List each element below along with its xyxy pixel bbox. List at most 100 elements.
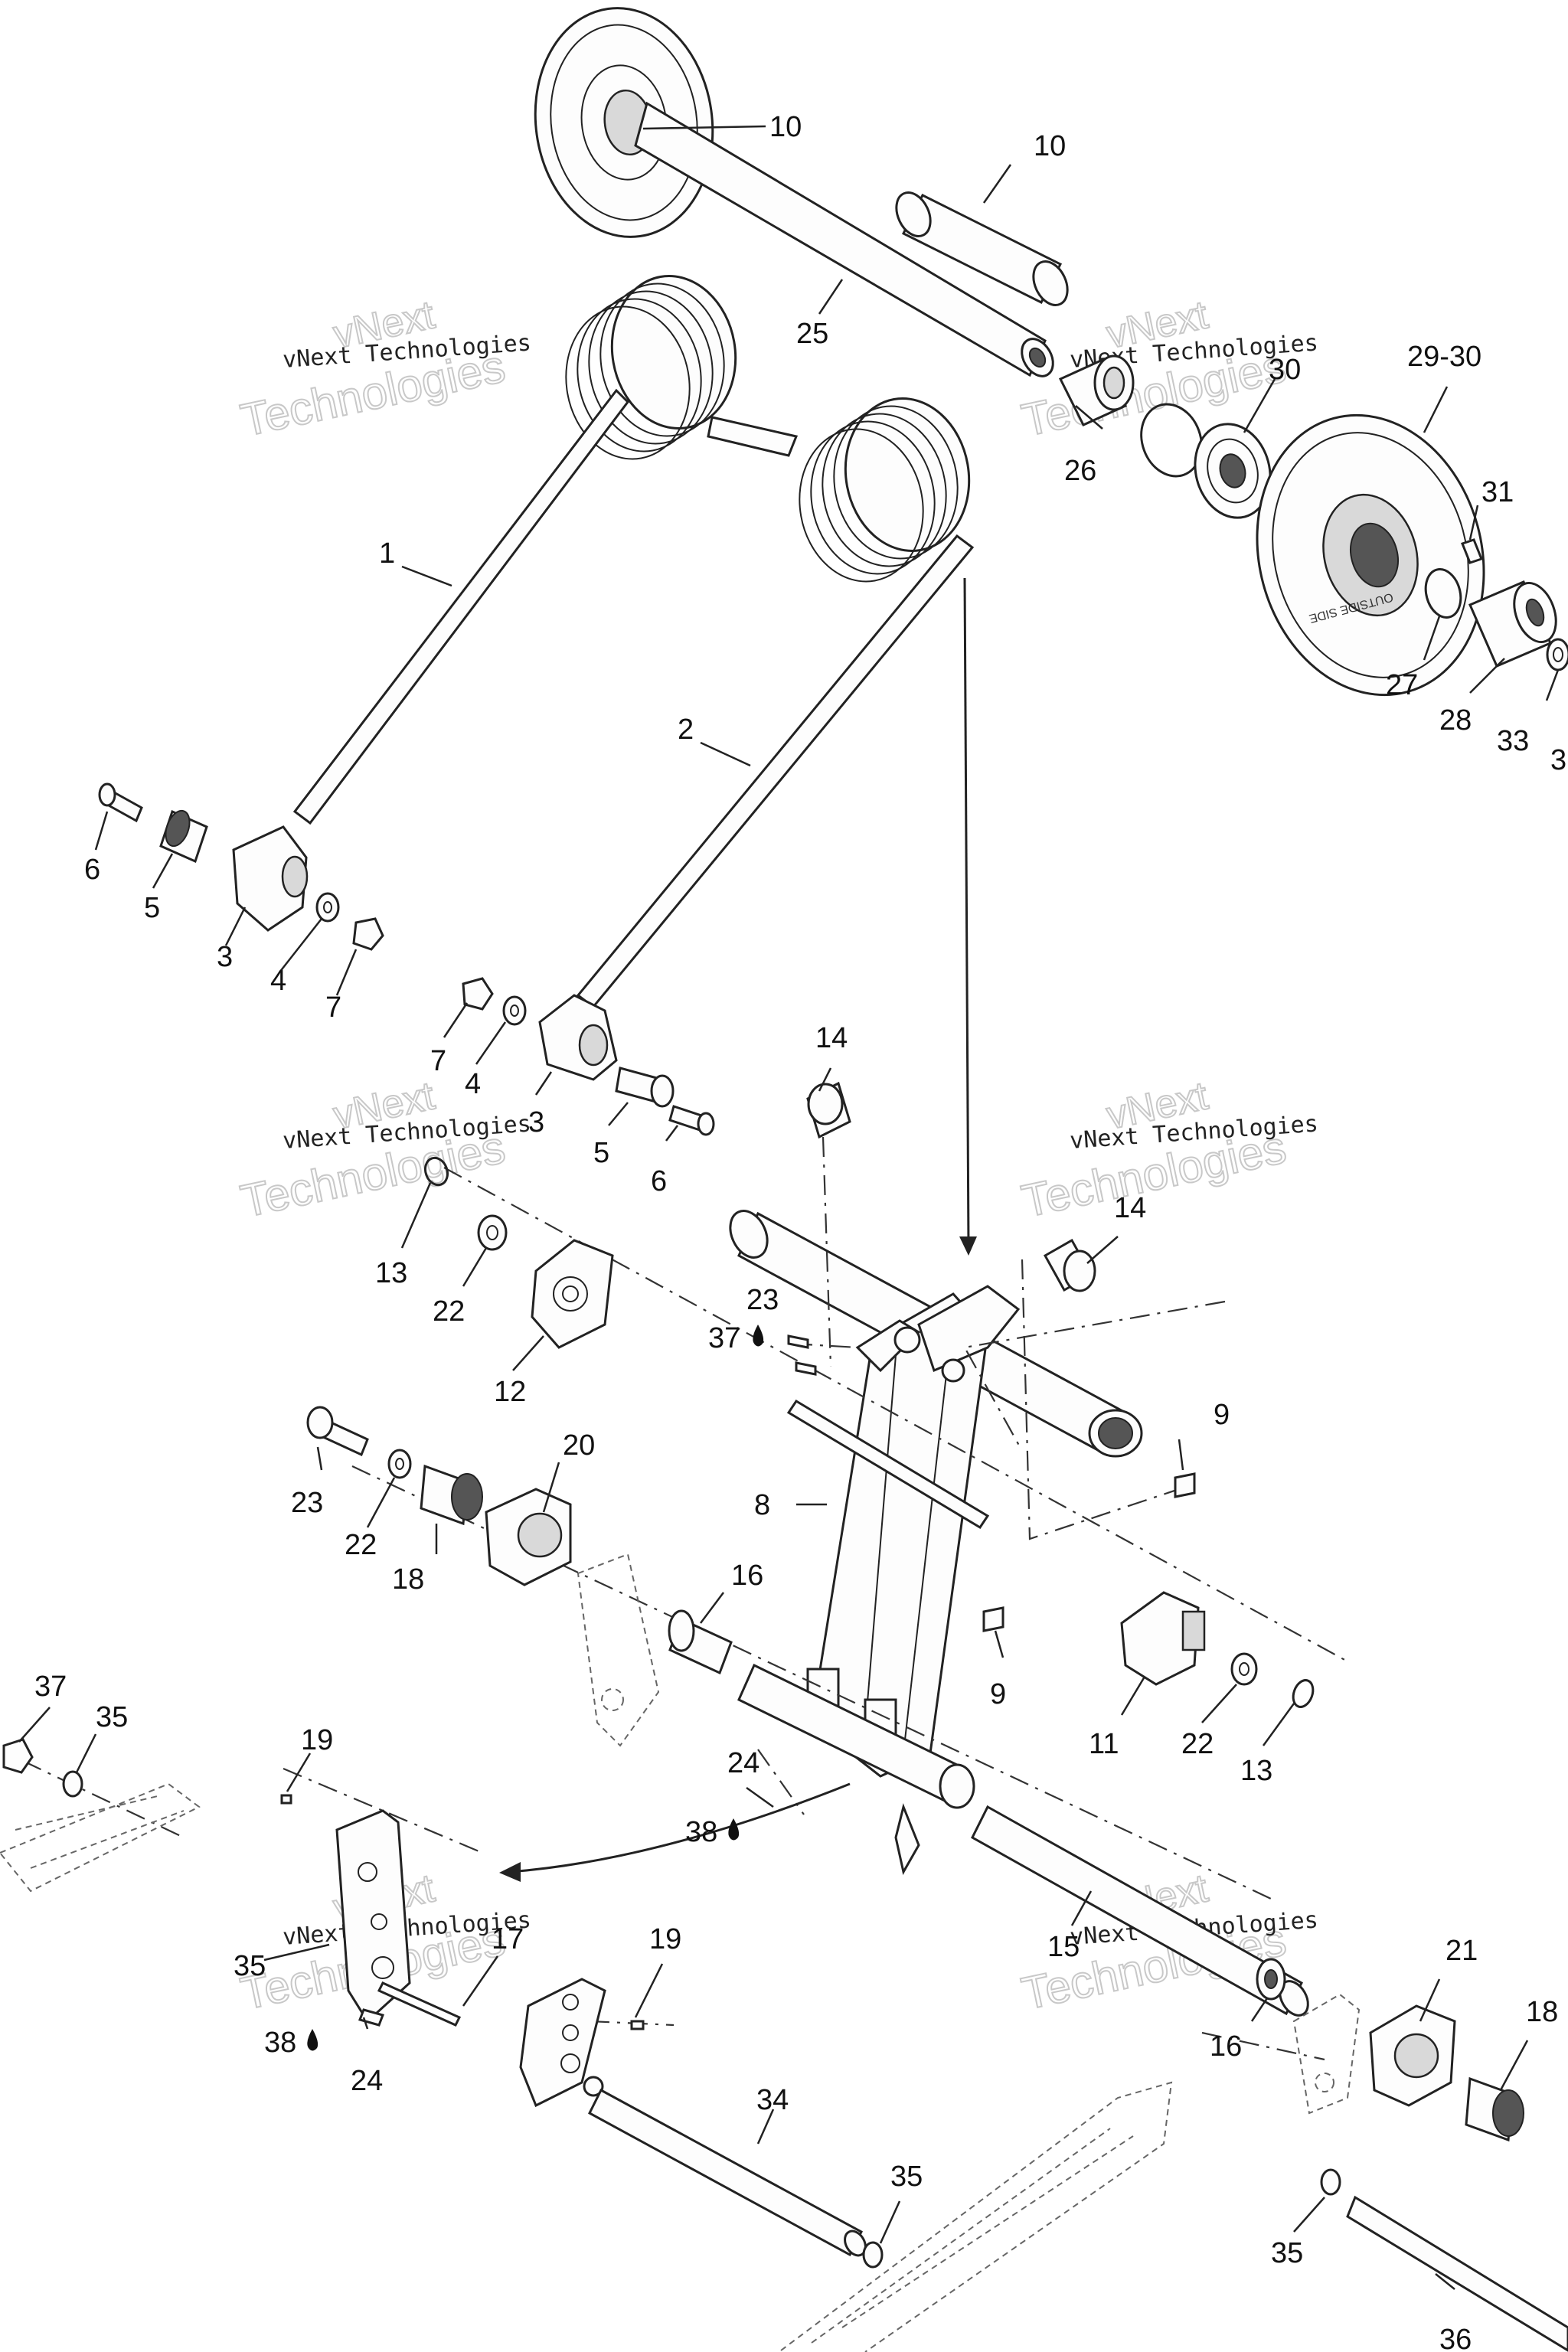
- callout-4-a: 4: [270, 965, 286, 997]
- screw-9-lower: [982, 1606, 1004, 1632]
- callout-31: 31: [1481, 476, 1514, 508]
- bushing-16-left: [668, 1609, 733, 1675]
- callout-14-b: 14: [1114, 1192, 1146, 1224]
- top-idler-wheel: [534, 7, 714, 238]
- bracket-outline-left: [577, 1553, 660, 1747]
- grease-fitting-23: [787, 1334, 817, 1376]
- callout-29-30: 29-30: [1407, 341, 1481, 373]
- circlip-13-right: [1292, 1679, 1315, 1708]
- shaft-17: [377, 1981, 462, 2027]
- callout-17: 17: [492, 1923, 524, 1955]
- callout-38-a: 38: [685, 1816, 717, 1848]
- wheel-29-30: OUTSIDE SIDE: [1256, 413, 1485, 697]
- cross-rod: [786, 1399, 990, 1530]
- callout-22-c: 22: [1181, 1728, 1214, 1760]
- callout-35-a: 35: [96, 1701, 128, 1733]
- callout-16-a: 16: [731, 1560, 763, 1592]
- spring-2: [576, 397, 975, 1009]
- callout-7-a: 7: [325, 991, 341, 1024]
- bearing-30: [1194, 423, 1272, 519]
- spacer-tube-10: [895, 191, 1069, 306]
- bushing-26: [1058, 354, 1135, 426]
- callout-33: 33: [1497, 725, 1529, 757]
- bushing-14-upper: [806, 1081, 851, 1139]
- bolt-23-left: [306, 1406, 369, 1457]
- callout-22-b: 22: [345, 1529, 377, 1561]
- rail-bottom: [780, 2081, 1173, 2352]
- washer-4-left: [315, 892, 340, 923]
- grease-fitting-24-lower: [358, 2008, 384, 2027]
- callout-8: 8: [754, 1489, 770, 1521]
- callout-28: 28: [1439, 704, 1472, 737]
- callout-2: 2: [678, 714, 694, 746]
- callout-13-b: 13: [1240, 1755, 1272, 1787]
- bushing-16-right: [1256, 1958, 1286, 2001]
- callout-1: 1: [379, 537, 395, 570]
- callout-4-b: 4: [465, 1068, 481, 1100]
- nut-7-left: [352, 917, 384, 951]
- oil-drop-icon-a: [753, 1325, 764, 1347]
- nut-7-right: [462, 977, 494, 1011]
- callout-18-b: 18: [1526, 1996, 1558, 2028]
- washer-35-left: [62, 1770, 83, 1798]
- callout-26: 26: [1064, 455, 1096, 487]
- callout-6-a: 6: [84, 854, 100, 886]
- callout-16-b: 16: [1210, 2030, 1242, 2063]
- callout-38-b: 38: [264, 2027, 296, 2059]
- callout-14-a: 14: [815, 1022, 848, 1054]
- washer-22-left: [477, 1214, 508, 1251]
- shaft-36: [1346, 2195, 1568, 2352]
- sleeve-5-right: [615, 1067, 675, 1108]
- callout-18-a: 18: [392, 1563, 424, 1596]
- bracket-plate-left: [335, 1809, 411, 2024]
- nut-37-left: [2, 1738, 34, 1774]
- shaft-15: [971, 1805, 1309, 2017]
- axle-25: [634, 101, 1054, 377]
- washer-35-center: [862, 2241, 884, 2269]
- bushing-14-right: [1043, 1238, 1096, 1292]
- callout-labels: 10 10 25 26 29-30 30 31 27 28 33 3 1 2 6…: [34, 111, 1566, 2352]
- watermark-mid-right: vNext Technologies vNext Technologies: [1017, 1073, 1319, 1227]
- callout-37-b: 37: [34, 1671, 67, 1703]
- bushing-block-21: [1369, 2004, 1456, 2107]
- callout-3-edge: 3: [1550, 744, 1566, 776]
- callout-5-a: 5: [144, 892, 160, 924]
- watermark-mid-left: vNext Technologies vNext Technologies: [236, 1073, 532, 1227]
- callout-35-b: 35: [234, 1950, 266, 1982]
- washer-22-mid: [387, 1449, 412, 1479]
- bracket-plate-right: [519, 1978, 606, 2108]
- callout-20: 20: [563, 1429, 595, 1462]
- bolt-6-left: [98, 782, 143, 823]
- oil-drop-icon-b: [728, 1818, 740, 1841]
- callout-13-a: 13: [375, 1257, 407, 1289]
- callout-10-b: 10: [1034, 130, 1066, 162]
- leader-lines: [18, 125, 1560, 2290]
- callout-36: 36: [1439, 2324, 1472, 2352]
- arrow-curve: [499, 1782, 851, 1882]
- bushing-block-11: [1120, 1591, 1206, 1686]
- callout-15: 15: [1047, 1931, 1080, 1963]
- callout-24-a: 24: [727, 1747, 760, 1779]
- callout-34: 34: [756, 2084, 789, 2116]
- pin-19-left: [280, 1794, 292, 1805]
- callout-30: 30: [1269, 354, 1301, 386]
- callout-22-a: 22: [433, 1295, 465, 1328]
- washer-22-right: [1230, 1652, 1258, 1686]
- callout-10-a: 10: [769, 111, 802, 143]
- callout-11: 11: [1089, 1728, 1119, 1760]
- screw-9-upper: [1174, 1472, 1196, 1498]
- callout-3-a: 3: [217, 941, 233, 973]
- pin-19-right: [630, 2020, 645, 2030]
- sleeve-18-left: [420, 1464, 483, 1526]
- callout-37-a: 37: [708, 1322, 740, 1354]
- callout-24-b: 24: [351, 2065, 383, 2097]
- oil-drop-icon-c: [307, 2029, 318, 2051]
- callout-23-a: 23: [746, 1284, 779, 1316]
- bushing-block-20: [485, 1488, 572, 1586]
- callout-19-b: 19: [649, 1923, 681, 1955]
- setscrew-31: [1461, 538, 1483, 564]
- washer-4-right: [502, 995, 527, 1026]
- spring-1: [292, 275, 799, 825]
- shaft-34: [588, 2088, 867, 2257]
